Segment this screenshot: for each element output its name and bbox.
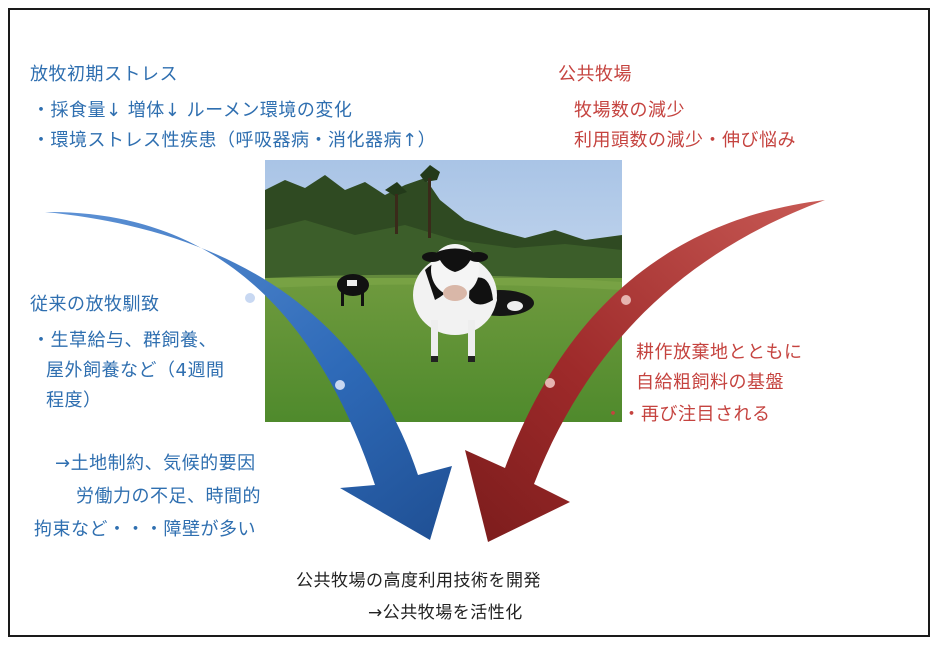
initial-stress-line-1: ・採食量↓ 増体↓ ルーメン環境の変化 — [32, 100, 353, 121]
public-ranch-line-2: 利用頭数の減少・伸び悩み — [574, 130, 796, 151]
barrier-line-3: 拘束など・・・障壁が多い — [34, 519, 256, 540]
public-ranch-line-1: 牧場数の減少 — [574, 100, 685, 121]
barrier-line-2: 労働力の不足、時間的 — [76, 486, 261, 507]
conclusion-line-1: 公共牧場の高度利用技術を開発 — [296, 571, 541, 591]
abandoned-land-line-2: 自給粗飼料の基盤 — [636, 372, 784, 393]
blue-arrow-dot — [335, 380, 345, 390]
initial-stress-line-2: ・環境ストレス性疾患（呼吸器病・消化器病↑） — [32, 130, 437, 151]
conventional-acclimation-line-2: 屋外飼養など（4週間 — [46, 360, 225, 381]
abandoned-land-line-1: 耕作放棄地とともに — [636, 342, 803, 363]
abandoned-land-line-3: ・・再び注目される — [604, 404, 771, 425]
public-ranch-title: 公共牧場 — [558, 64, 632, 85]
barrier-line-1: →土地制約、気候的要因 — [55, 453, 256, 474]
blue-arrow-dot — [245, 293, 255, 303]
red-arrow-dot — [545, 378, 555, 388]
red-arrow — [465, 200, 825, 542]
conclusion-line-2: →公共牧場を活性化 — [368, 603, 523, 623]
conventional-acclimation-line-1: ・生草給与、群飼養、 — [32, 330, 217, 351]
blue-arrow — [45, 211, 452, 540]
initial-stress-title: 放牧初期ストレス — [30, 64, 178, 85]
conventional-acclimation-title: 従来の放牧馴致 — [30, 294, 160, 315]
conventional-acclimation-line-3: 程度） — [46, 390, 102, 411]
red-arrow-dot — [621, 295, 631, 305]
